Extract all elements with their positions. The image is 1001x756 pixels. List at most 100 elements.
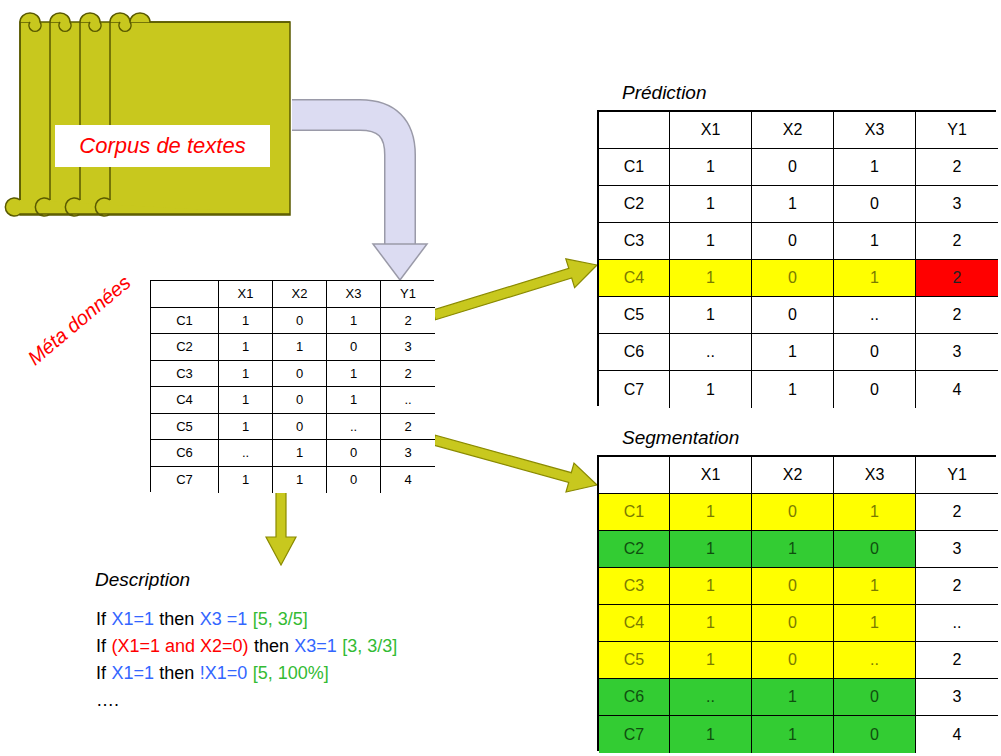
table-cell: 0 <box>327 334 381 361</box>
table-cell: 3 <box>916 679 998 716</box>
table-cell: Y1 <box>916 112 998 149</box>
rule-line: If(X1=1 and X2=0)thenX3=1[3, 3/3] <box>96 636 403 657</box>
table-cell: X2 <box>752 457 834 494</box>
table-cell: 3 <box>916 334 998 371</box>
table-cell: .. <box>916 605 998 642</box>
rule-line: IfX1=1thenX3 =1[5, 3/5] <box>96 609 313 630</box>
rule-text: If <box>96 609 106 630</box>
table-heading: Segmentation <box>622 427 739 449</box>
table-cell: .. <box>670 679 752 716</box>
table-cell: .. <box>670 334 752 371</box>
table-cell: 1 <box>834 149 916 186</box>
table-cell: .. <box>381 387 435 414</box>
scroll-title: Corpus de textes <box>55 125 270 167</box>
table-cell: 4 <box>916 716 998 753</box>
table-cell: 0 <box>834 716 916 753</box>
table-cell: 1 <box>273 467 327 494</box>
table-cell: 0 <box>752 642 834 679</box>
table-cell: 1 <box>327 387 381 414</box>
table-cell: Y1 <box>381 281 435 308</box>
table-cell: 1 <box>670 223 752 260</box>
table-cell: 2 <box>916 642 998 679</box>
segmentation-table: SegmentationX1X2X3Y1C11012C21103C31012C4… <box>597 455 996 751</box>
table-cell: 1 <box>219 387 273 414</box>
curved-arrow <box>292 115 427 280</box>
table-cell: 1 <box>670 149 752 186</box>
rule-line: …. <box>96 690 124 711</box>
table-cell: 0 <box>752 297 834 334</box>
rule-line: IfX1=1then!X1=0[5, 100%] <box>96 663 334 684</box>
rule-text: X3=1 <box>294 636 337 657</box>
table-cell: X3 <box>834 112 916 149</box>
rule-text: X1=1 <box>111 663 154 684</box>
table-cell: 2 <box>916 568 998 605</box>
table-cell: 0 <box>752 605 834 642</box>
table-cell: 3 <box>381 440 435 467</box>
table-cell: 0 <box>752 149 834 186</box>
table-cell: 1 <box>219 308 273 335</box>
table-cell: 4 <box>916 371 998 408</box>
table-cell: .. <box>219 440 273 467</box>
table-cell: 1 <box>670 186 752 223</box>
table-cell: 2 <box>916 297 998 334</box>
table-cell: 1 <box>752 186 834 223</box>
table-cell: C6 <box>599 334 670 371</box>
table-cell: .. <box>834 642 916 679</box>
table-cell: 0 <box>752 494 834 531</box>
table-cell: 2 <box>916 149 998 186</box>
table-cell: 0 <box>834 371 916 408</box>
table-cell: 1 <box>670 605 752 642</box>
table-cell: 1 <box>834 223 916 260</box>
block-arrow <box>433 259 598 320</box>
table-cell: 2 <box>381 414 435 441</box>
table-cell: X1 <box>670 112 752 149</box>
table-cell: 0 <box>752 568 834 605</box>
table-cell: 1 <box>219 467 273 494</box>
table-cell: C3 <box>599 223 670 260</box>
table-cell: 4 <box>381 467 435 494</box>
table-cell: 1 <box>273 440 327 467</box>
table-cell: 1 <box>670 568 752 605</box>
prediction-table: PrédictionX1X2X3Y1C11012C21103C31012C410… <box>597 110 996 406</box>
table-cell: 3 <box>381 334 435 361</box>
table-cell: 2 <box>381 361 435 388</box>
table-corner-cell <box>599 112 670 149</box>
table-cell: 1 <box>219 361 273 388</box>
table-cell: 0 <box>327 467 381 494</box>
table-cell: 1 <box>834 494 916 531</box>
table-cell: 0 <box>273 387 327 414</box>
table-cell: C3 <box>599 568 670 605</box>
table-cell: 1 <box>752 716 834 753</box>
arrow-head <box>373 244 427 280</box>
table-cell: 2 <box>916 223 998 260</box>
table-cell: C5 <box>151 414 219 441</box>
corpus-scroll: Corpus de textes <box>10 10 292 217</box>
table-cell: 1 <box>834 568 916 605</box>
table-cell: 0 <box>273 414 327 441</box>
table-corner-cell <box>599 457 670 494</box>
table-cell: 1 <box>752 371 834 408</box>
table-cell: 0 <box>327 440 381 467</box>
table-cell: 1 <box>273 334 327 361</box>
table-cell: Y1 <box>916 457 998 494</box>
table-cell: 1 <box>670 642 752 679</box>
table-cell: 0 <box>273 361 327 388</box>
table-cell: 2 <box>916 494 998 531</box>
table-cell: 1 <box>670 494 752 531</box>
table-cell: 1 <box>327 308 381 335</box>
rule-text: then <box>159 663 194 684</box>
table-cell: 0 <box>752 260 834 297</box>
rule-text: (X1=1 and X2=0) <box>111 636 248 657</box>
rule-text: [3, 3/3] <box>342 636 397 657</box>
table-cell: X1 <box>219 281 273 308</box>
rule-text: [5, 100%] <box>253 663 329 684</box>
table-cell: 3 <box>916 186 998 223</box>
table-cell: C1 <box>599 149 670 186</box>
rotated-heading: Méta données <box>23 271 135 370</box>
table-cell: C4 <box>599 605 670 642</box>
table-cell: X2 <box>752 112 834 149</box>
table-cell: 0 <box>834 531 916 568</box>
table-cell: C7 <box>599 371 670 408</box>
description-block: Description <box>95 565 305 595</box>
table-cell: X3 <box>327 281 381 308</box>
